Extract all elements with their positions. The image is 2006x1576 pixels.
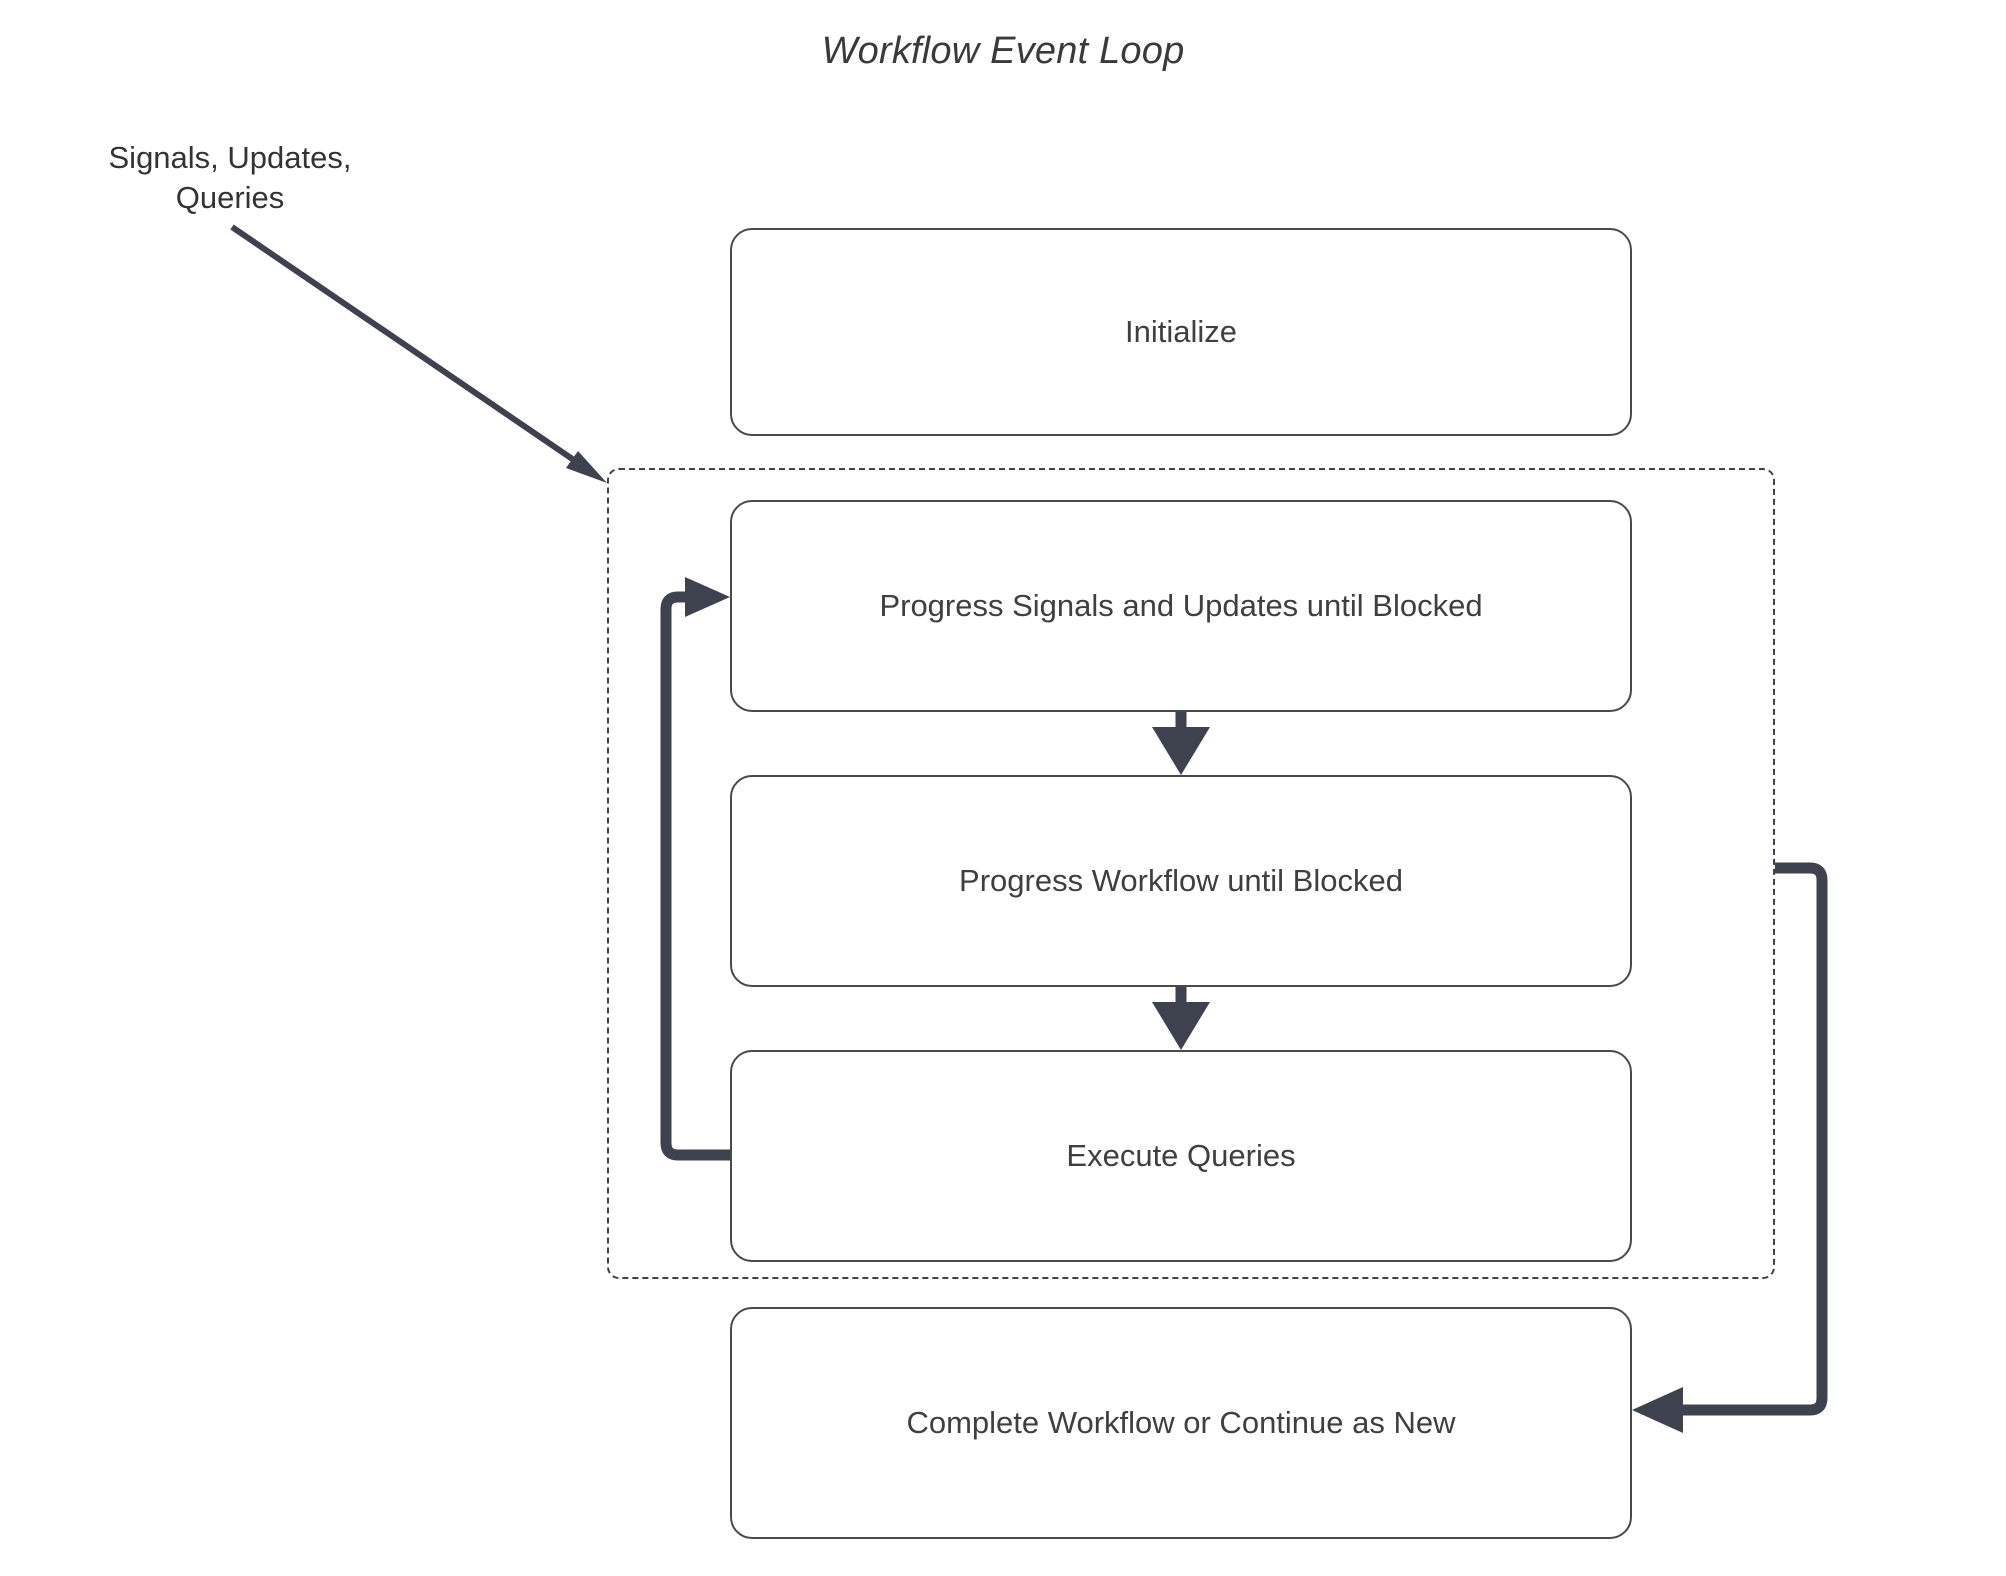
node-initialize-label: Initialize — [1125, 314, 1237, 349]
node-progress-signals[interactable]: Progress Signals and Updates until Block… — [730, 500, 1632, 712]
node-complete-label: Complete Workflow or Continue as New — [906, 1405, 1456, 1440]
external-input-label: Signals, Updates, Queries — [108, 140, 352, 215]
node-execute-queries-label: Execute Queries — [1066, 1138, 1296, 1173]
node-progress-workflow-label: Progress Workflow until Blocked — [959, 863, 1403, 898]
node-complete[interactable]: Complete Workflow or Continue as New — [730, 1307, 1632, 1539]
node-progress-signals-label: Progress Signals and Updates until Block… — [879, 588, 1483, 623]
node-initialize[interactable]: Initialize — [730, 228, 1632, 436]
edge-external-to-loop-icon — [230, 224, 607, 483]
node-execute-queries[interactable]: Execute Queries — [730, 1050, 1632, 1262]
page-title: Workflow Event Loop — [821, 30, 1185, 72]
node-progress-workflow[interactable]: Progress Workflow until Blocked — [730, 775, 1632, 987]
